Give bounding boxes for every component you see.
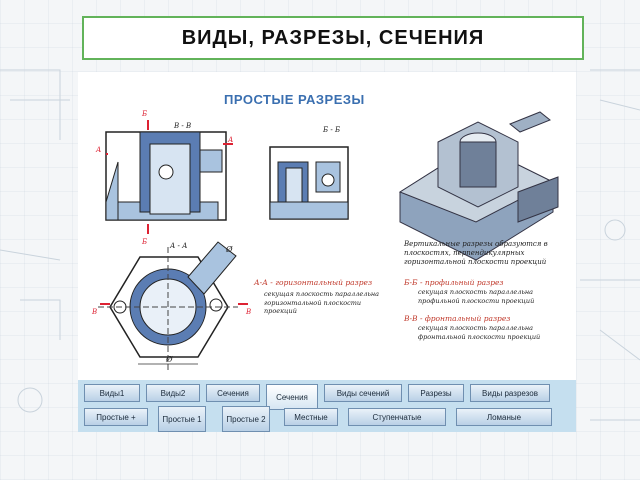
- technical-drawing: В - В Б Б А А Б - Б: [91, 110, 559, 370]
- label-mark-b-top: Б: [141, 110, 147, 118]
- slide-panel: ПРОСТЫЕ РАЗРЕЗЫ В - В Б Б А А: [78, 72, 576, 428]
- vertical-sections-intro: Вертикальные разрезы образуются в плоско…: [404, 240, 548, 266]
- legend-frontal-head: В-В - фронтальный разрез: [404, 314, 511, 323]
- legend-frontal-body: секущая плоскость параллельна фронтально…: [418, 324, 541, 341]
- label-section-bb: Б - Б: [322, 126, 340, 134]
- title-banner: ВИДЫ, РАЗРЕЗЫ, СЕЧЕНИЯ: [82, 16, 584, 60]
- legend-horizontal-body: секущая плоскость параллельна горизонтал…: [264, 290, 380, 315]
- legend-profile-body: секущая плоскость параллельна профильной…: [418, 288, 535, 305]
- label-mark-a-right: А: [227, 136, 233, 144]
- label-diameter-bottom: Ø: [165, 355, 173, 364]
- label-mark-v-right: В: [245, 308, 251, 316]
- label-mark-b-bottom: Б: [141, 238, 147, 246]
- nav-simple-plus-button[interactable]: Простые +: [84, 408, 148, 426]
- label-section-aa: А - А: [169, 242, 187, 250]
- profile-section-drawing: [269, 146, 349, 220]
- label-section-vv: В - В: [173, 122, 191, 130]
- nav-stepped-button[interactable]: Ступенчатые: [348, 408, 446, 426]
- navigation-panel: Виды1 Виды2 Сечения Сечения Виды сечений…: [78, 380, 576, 432]
- front-section-drawing: [105, 120, 233, 234]
- nav-cuts-button[interactable]: Разрезы: [408, 384, 464, 402]
- nav-simple-1-button[interactable]: Простые 1: [158, 406, 206, 432]
- nav-sections-button[interactable]: Сечения: [206, 384, 260, 402]
- legend-horizontal-head: А-А - горизонтальный разрез: [254, 278, 373, 287]
- page-title: ВИДЫ, РАЗРЕЗЫ, СЕЧЕНИЯ: [181, 26, 485, 49]
- isometric-part-drawing: [398, 111, 559, 261]
- nav-views2-button[interactable]: Виды2: [146, 384, 200, 402]
- nav-cut-types-button[interactable]: Виды разрезов: [470, 384, 550, 402]
- label-diameter-top: Ø: [225, 245, 233, 254]
- slide-header: ПРОСТЫЕ РАЗРЕЗЫ: [224, 92, 365, 107]
- label-mark-v-left: В: [91, 308, 97, 316]
- nav-section-types-button[interactable]: Виды сечений: [324, 384, 402, 402]
- legend-profile-head: Б-Б - профильный разрез: [404, 278, 504, 287]
- horizontal-section-drawing: [98, 241, 248, 370]
- nav-sections-active-button[interactable]: Сечения: [266, 384, 318, 410]
- label-mark-a-left: А: [95, 146, 101, 154]
- nav-local-button[interactable]: Местные: [284, 408, 338, 426]
- nav-broken-button[interactable]: Ломаные: [456, 408, 552, 426]
- nav-views1-button[interactable]: Виды1: [84, 384, 140, 402]
- nav-simple-2-button[interactable]: Простые 2: [222, 406, 270, 432]
